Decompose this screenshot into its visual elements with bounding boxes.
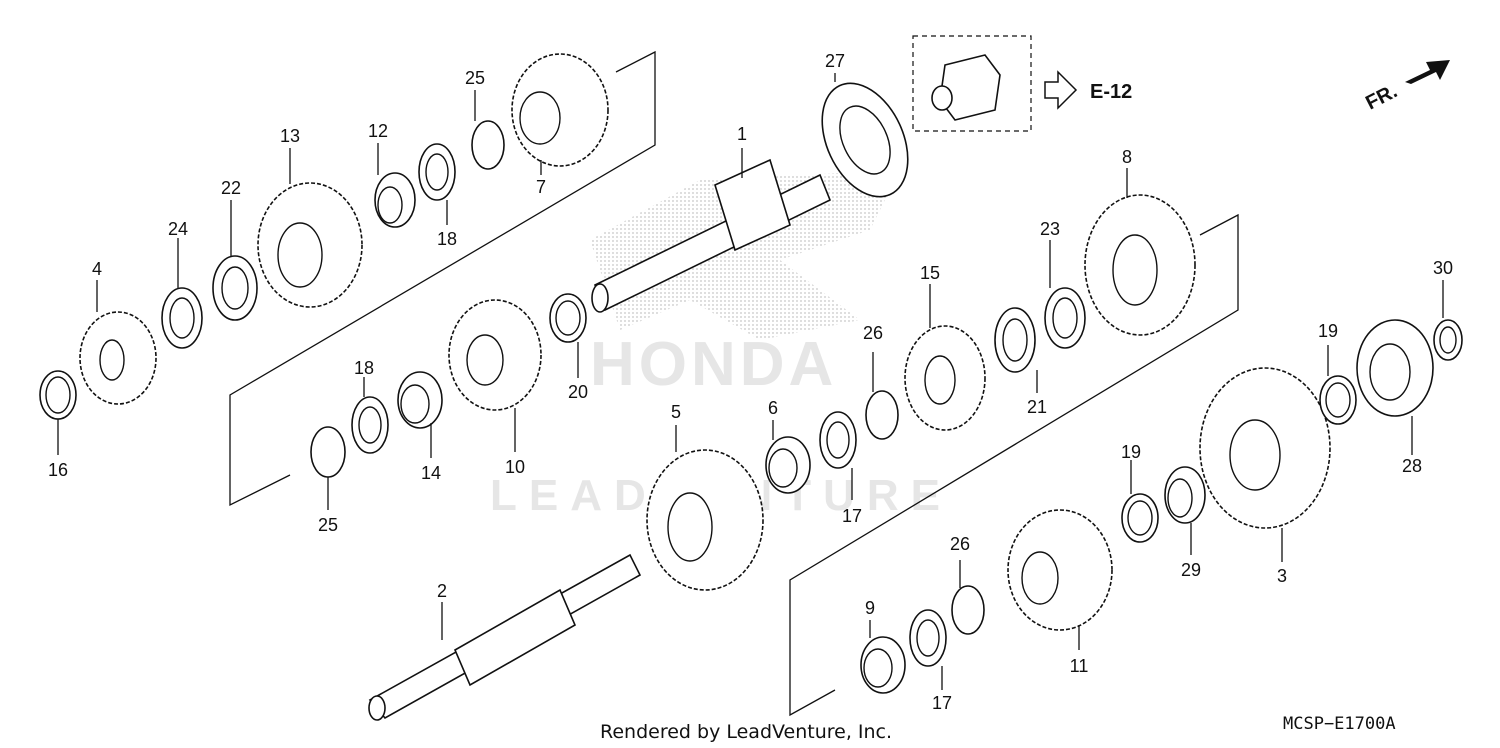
part-19b-washer bbox=[1121, 493, 1159, 543]
part-12-bushing bbox=[374, 172, 416, 228]
part-label-30: 30 bbox=[1433, 258, 1453, 278]
part-label-23: 23 bbox=[1040, 219, 1060, 239]
part-label-18b: 18 bbox=[354, 358, 374, 378]
part-label-26a: 26 bbox=[863, 323, 883, 343]
part-label-20: 20 bbox=[568, 382, 588, 402]
part-label-26b: 26 bbox=[950, 534, 970, 554]
part-4-gear bbox=[79, 311, 157, 405]
leader-lines bbox=[57, 73, 1444, 690]
part-label-12: 12 bbox=[368, 121, 388, 141]
part-label-28: 28 bbox=[1402, 456, 1422, 476]
part-label-29: 29 bbox=[1181, 560, 1201, 580]
part-label-2: 2 bbox=[437, 581, 447, 601]
part-17-washer bbox=[819, 411, 857, 469]
part-label-16: 16 bbox=[48, 460, 68, 480]
footer-credit: Rendered by LeadVenture, Inc. bbox=[600, 721, 892, 743]
diagram-code: MCSP−E1700A bbox=[1283, 714, 1396, 734]
part-label-18a: 18 bbox=[437, 229, 457, 249]
hollow-arrow-icon bbox=[1044, 70, 1078, 110]
part-18-washer bbox=[418, 143, 456, 201]
part-label-9: 9 bbox=[865, 598, 875, 618]
part-label-11: 11 bbox=[1070, 656, 1089, 676]
part-5-gear bbox=[646, 449, 764, 591]
part-label-1: 1 bbox=[737, 124, 747, 144]
part-9-bushing bbox=[860, 636, 906, 694]
part-8-gear bbox=[1084, 194, 1196, 336]
part-label-25b: 25 bbox=[318, 515, 338, 535]
part-label-19b: 19 bbox=[1121, 442, 1141, 462]
front-direction-indicator: FR. bbox=[1362, 60, 1450, 114]
part-14-bushing bbox=[397, 371, 443, 429]
wing-logo-watermark bbox=[590, 170, 900, 340]
part-label-3: 3 bbox=[1277, 566, 1287, 586]
part-label-25a: 25 bbox=[465, 68, 485, 88]
part-label-7: 7 bbox=[536, 177, 546, 197]
reference-part bbox=[931, 54, 1001, 121]
part-label-13: 13 bbox=[280, 126, 300, 146]
part-17b-washer bbox=[909, 609, 947, 667]
part-label-27: 27 bbox=[825, 51, 845, 71]
part-16-washer bbox=[39, 370, 77, 420]
small-parts bbox=[39, 120, 1463, 694]
part-7-gear bbox=[511, 53, 609, 167]
part-26b-clip bbox=[951, 585, 985, 635]
part-label-22: 22 bbox=[221, 178, 241, 198]
part-30-clip bbox=[1433, 319, 1463, 361]
part-label-17b: 17 bbox=[932, 693, 952, 713]
part-label-24: 24 bbox=[168, 219, 188, 239]
part-2-shaft bbox=[368, 553, 642, 721]
part-3-gear bbox=[1199, 367, 1331, 529]
part-label-17a: 17 bbox=[842, 506, 862, 526]
part-label-15: 15 bbox=[920, 263, 940, 283]
part-18b-washer bbox=[351, 396, 389, 454]
part-20-washer bbox=[549, 293, 587, 343]
part-label-19a: 19 bbox=[1318, 321, 1338, 341]
part-10-gear bbox=[448, 299, 542, 411]
reference-label: E-12 bbox=[1090, 81, 1132, 103]
part-22-washer bbox=[212, 255, 258, 321]
part-label-8: 8 bbox=[1122, 147, 1132, 167]
direction-arrow-icon bbox=[1405, 60, 1450, 84]
part-28-bearing bbox=[1356, 319, 1434, 417]
part-23-washer bbox=[1044, 287, 1086, 349]
gear-parts bbox=[79, 53, 1331, 631]
part-label-10: 10 bbox=[505, 457, 525, 477]
reference-e12: E-12 bbox=[1044, 70, 1132, 110]
part-24-washer bbox=[161, 287, 203, 349]
part-13-gear bbox=[257, 182, 363, 308]
part-19-washer bbox=[1319, 375, 1357, 425]
group-outlines bbox=[229, 35, 1239, 717]
part-label-21: 21 bbox=[1027, 397, 1047, 417]
part-label-14: 14 bbox=[421, 463, 441, 483]
part-15-gear bbox=[904, 325, 986, 431]
part-6-bushing bbox=[765, 436, 811, 494]
part-29-bearing bbox=[1164, 466, 1206, 524]
part-21-washer bbox=[994, 307, 1036, 373]
part-number-labels: 1 2 3 4 5 6 7 8 9 10 11 12 13 14 15 16 1… bbox=[48, 51, 1453, 713]
part-25b-clip bbox=[310, 426, 346, 478]
part-1-mainshaft bbox=[591, 158, 832, 313]
part-label-4: 4 bbox=[92, 259, 102, 279]
part-label-5: 5 bbox=[671, 402, 681, 422]
part-25-clip bbox=[471, 120, 505, 170]
part-11-gear bbox=[1007, 509, 1113, 631]
part-label-6: 6 bbox=[768, 398, 778, 418]
part-27-bearing bbox=[821, 82, 909, 198]
direction-label: FR. bbox=[1362, 80, 1401, 114]
part-26-clip bbox=[865, 390, 899, 440]
watermark-brand: HONDA bbox=[590, 330, 837, 399]
